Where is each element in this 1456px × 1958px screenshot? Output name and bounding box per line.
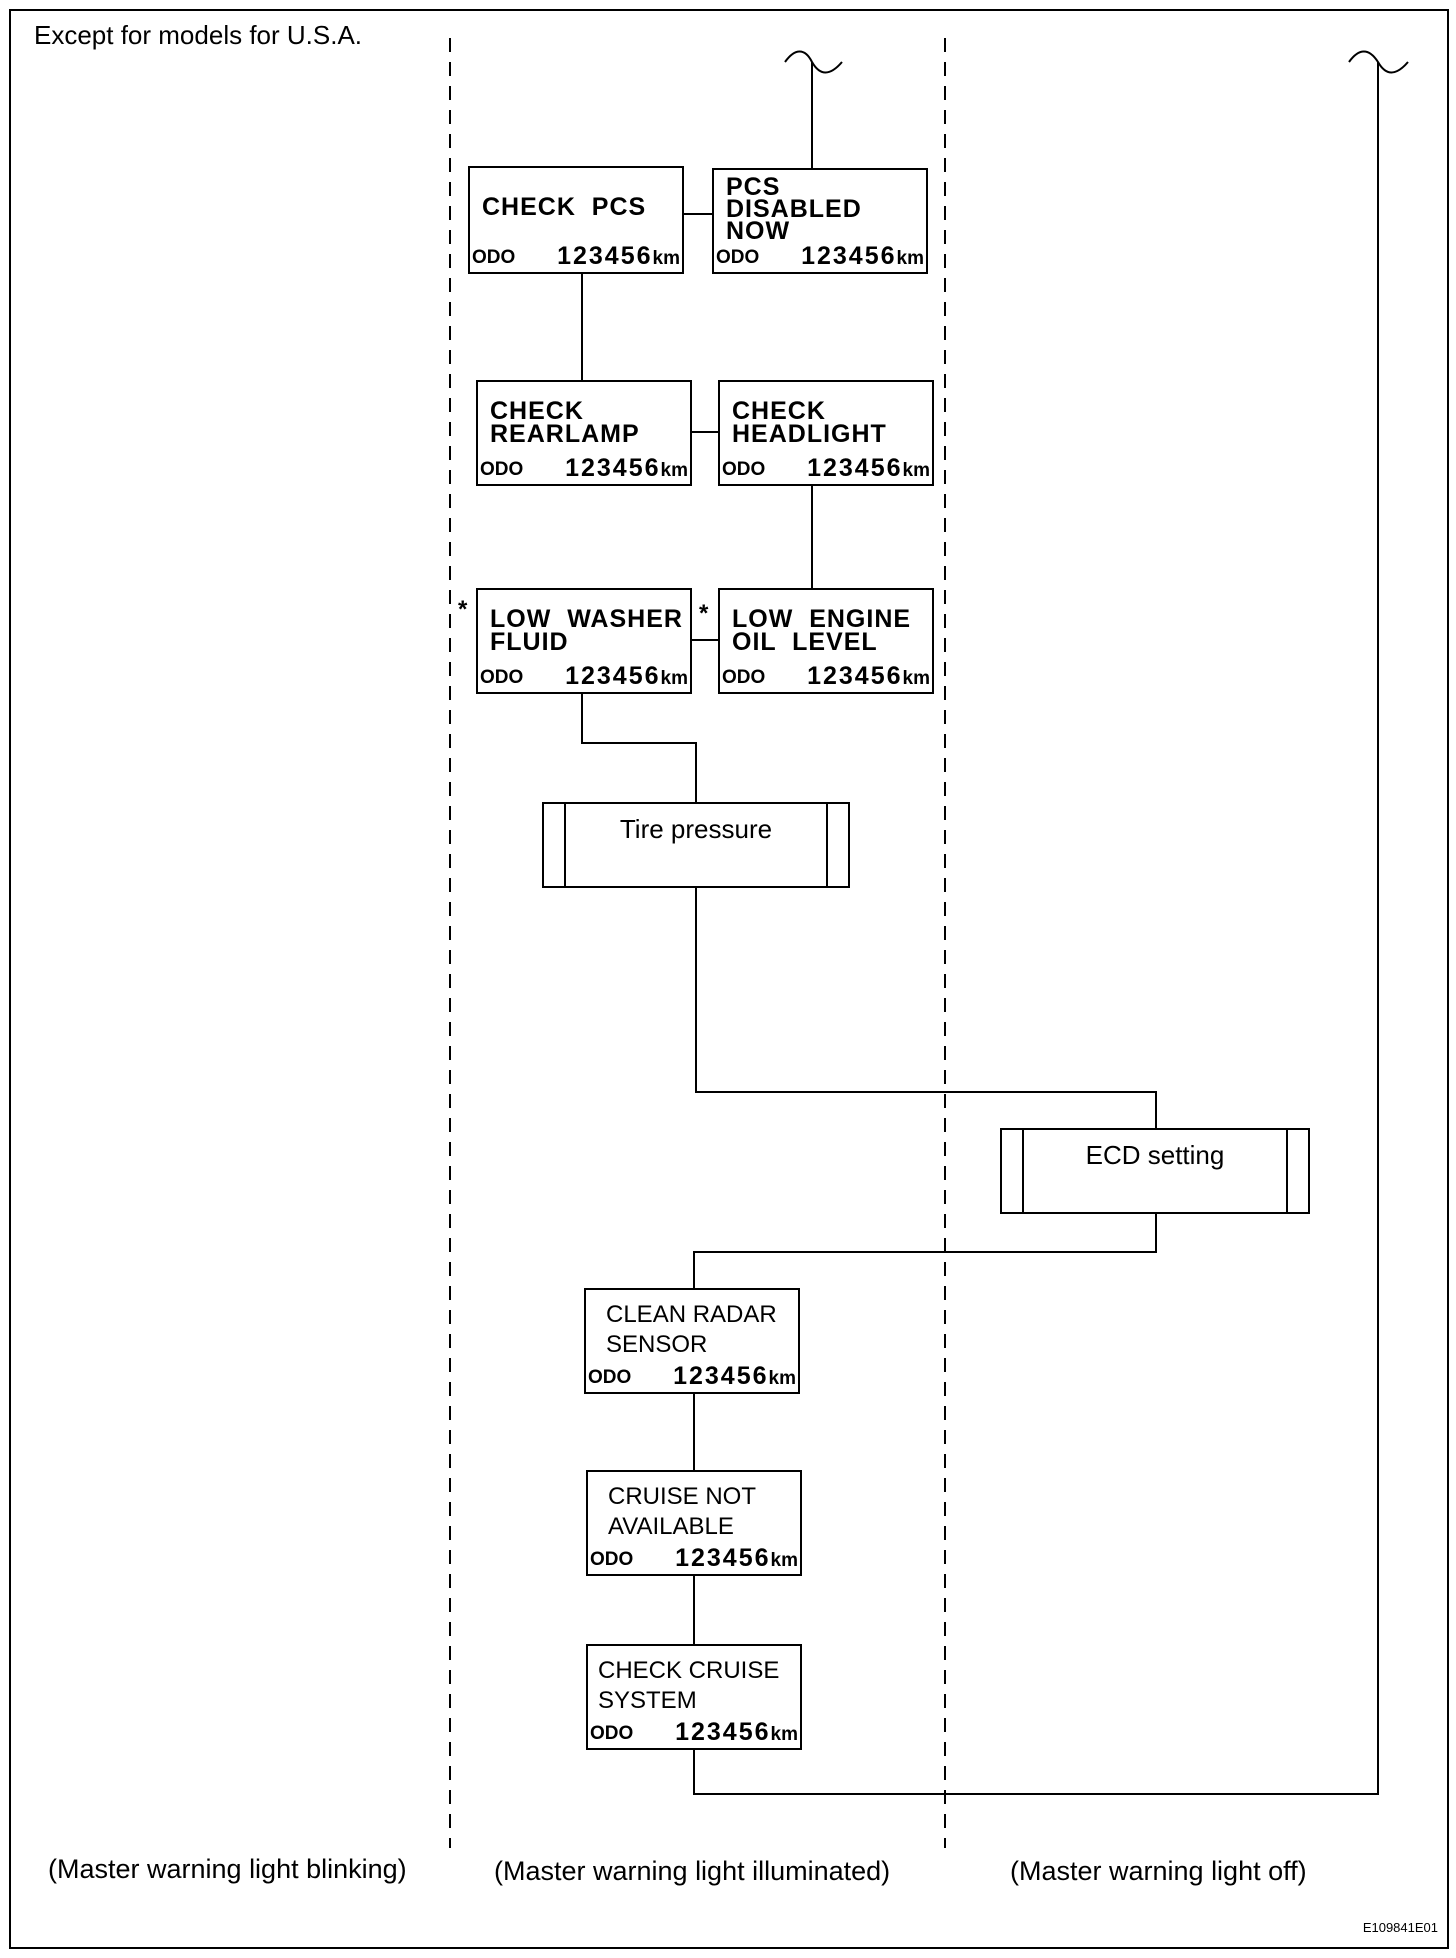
region-caption-illuminated: (Master warning light illuminated) xyxy=(494,1856,891,1886)
display-cruise-not-available: CRUISE NOT AVAILABLE ODO 123456km xyxy=(586,1470,802,1576)
display-message: LOW WASHER FLUID xyxy=(490,605,683,656)
odo-label: ODO xyxy=(480,459,524,480)
odo-label: ODO xyxy=(590,1549,634,1570)
display-message: CHECK REARLAMP xyxy=(490,397,640,448)
figure-id: E109841E01 xyxy=(1362,1920,1438,1935)
display-low-engine-oil-level: LOW ENGINE OIL LEVEL ODO 123456km xyxy=(718,588,934,694)
display-message: CRUISE NOT AVAILABLE xyxy=(608,1483,757,1540)
display-message: CHECK CRUISE SYSTEM xyxy=(598,1657,780,1714)
odo-label: ODO xyxy=(472,247,516,268)
subprocess-label: Tire pressure xyxy=(619,814,773,844)
display-message: CHECK HEADLIGHT xyxy=(732,397,887,448)
display-clean-radar-sensor: CLEAN RADAR SENSOR ODO 123456km xyxy=(584,1288,800,1394)
odo-reading: 123456km xyxy=(807,454,930,482)
display-message: PCS DISABLED NOW xyxy=(726,173,862,245)
odo-label: ODO xyxy=(722,667,766,688)
subprocess-bar-right xyxy=(1286,1130,1308,1212)
display-check-pcs: CHECK PCS ODO 123456km xyxy=(468,166,684,274)
odo-reading: 123456km xyxy=(557,242,680,270)
display-message: CHECK PCS xyxy=(482,193,647,221)
region-caption-off: (Master warning light off) xyxy=(1010,1856,1307,1886)
odo-reading: 123456km xyxy=(675,1718,798,1746)
region-caption-blinking: (Master warning light blinking) xyxy=(48,1854,407,1884)
odo-label: ODO xyxy=(588,1367,632,1388)
subprocess-tire-pressure: Tire pressure xyxy=(542,802,850,888)
odo-reading: 123456km xyxy=(565,662,688,690)
odo-reading: 123456km xyxy=(807,662,930,690)
odo-reading: 123456km xyxy=(675,1544,798,1572)
display-low-washer-fluid: LOW WASHER FLUID ODO 123456km xyxy=(476,588,692,694)
odo-label: ODO xyxy=(480,667,524,688)
display-message: CLEAN RADAR SENSOR xyxy=(606,1301,777,1358)
display-pcs-disabled-now: PCS DISABLED NOW ODO 123456km xyxy=(712,168,928,274)
header-note: Except for models for U.S.A. xyxy=(34,20,363,50)
odo-label: ODO xyxy=(716,247,760,268)
odo-reading: 123456km xyxy=(565,454,688,482)
display-message: LOW ENGINE OIL LEVEL xyxy=(732,605,912,656)
break-symbol-top-middle xyxy=(784,50,843,74)
asterisk-low-engine-oil: * xyxy=(699,600,709,627)
subprocess-bar-left xyxy=(1002,1130,1024,1212)
display-check-rearlamp: CHECK REARLAMP ODO 123456km xyxy=(476,380,692,486)
odo-reading: 123456km xyxy=(673,1362,796,1390)
subprocess-ecd-setting: ECD setting xyxy=(1000,1128,1310,1214)
odo-label: ODO xyxy=(590,1723,634,1744)
subprocess-bar-left xyxy=(544,804,566,886)
asterisk-low-washer: * xyxy=(458,596,468,623)
subprocess-bar-right xyxy=(826,804,848,886)
odo-label: ODO xyxy=(722,459,766,480)
display-check-headlight: CHECK HEADLIGHT ODO 123456km xyxy=(718,380,934,486)
subprocess-label: ECD setting xyxy=(1085,1140,1225,1170)
odo-reading: 123456km xyxy=(801,242,924,270)
figure-frame xyxy=(9,9,1449,1949)
display-check-cruise-system: CHECK CRUISE SYSTEM ODO 123456km xyxy=(586,1644,802,1750)
